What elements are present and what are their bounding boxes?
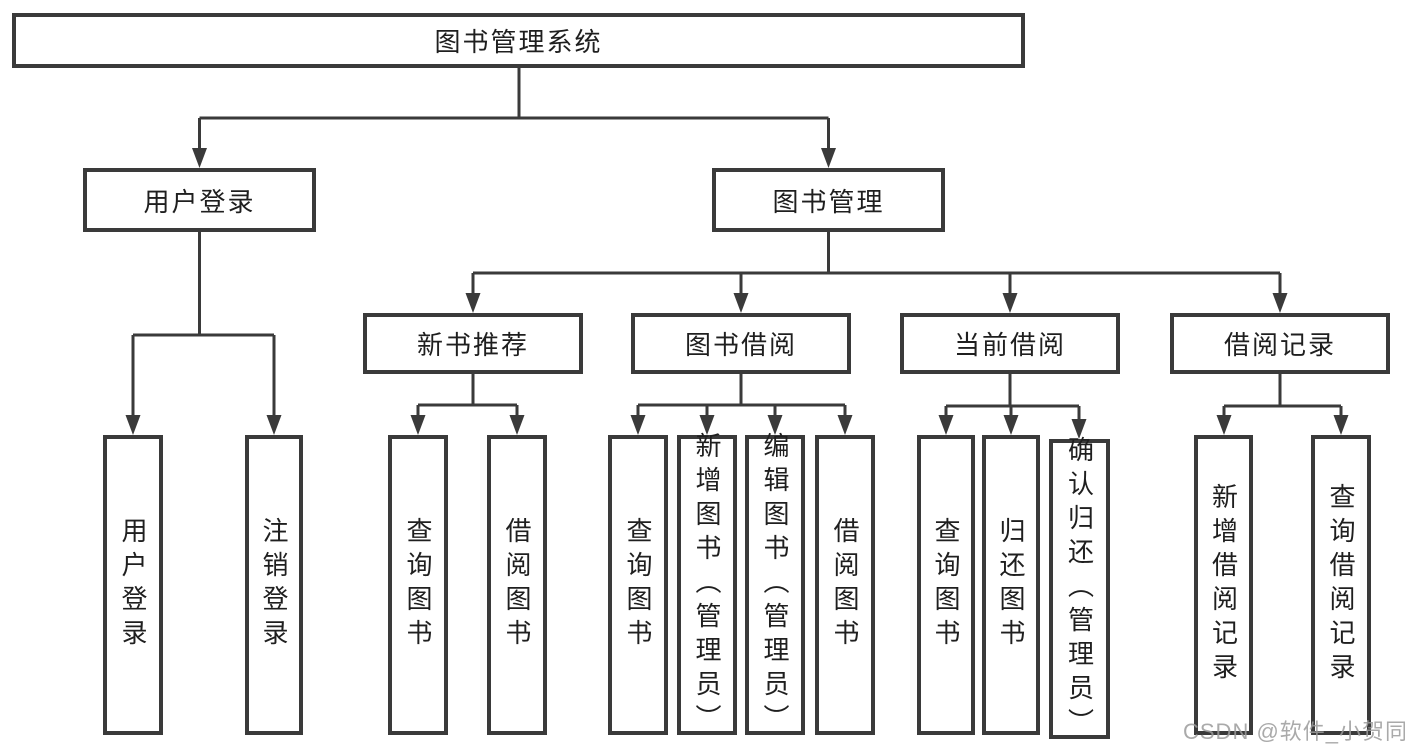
connector-newbook-to-leaves bbox=[410, 374, 525, 435]
connector-bookborrow-to-leaves bbox=[630, 374, 853, 435]
node-new-book-recommend-label: 新书推荐 bbox=[416, 330, 529, 360]
node-root: 图书管理系统 bbox=[12, 13, 1025, 68]
leaf-newbook-borrow-book-label: 借阅图书 bbox=[502, 517, 532, 653]
leaf-current-return-book: 归还图书 bbox=[982, 435, 1040, 735]
leaf-current-confirm-return-admin-label: 确认归还（管理员） bbox=[1064, 436, 1095, 742]
node-borrow-records-label: 借阅记录 bbox=[1223, 330, 1336, 360]
leaf-records-add-record-label: 新增借阅记录 bbox=[1208, 483, 1239, 687]
node-root-label: 图书管理系统 bbox=[434, 27, 603, 57]
leaf-borrow-query-book-label: 查询图书 bbox=[623, 517, 653, 653]
leaf-borrow-add-book-admin: 新增图书（管理员） bbox=[677, 432, 737, 738]
node-current-borrow-label: 当前借阅 bbox=[953, 330, 1066, 360]
leaf-current-return-book-label: 归还图书 bbox=[996, 517, 1026, 653]
leaf-borrow-edit-book-admin: 编辑图书（管理员） bbox=[745, 432, 805, 738]
node-current-borrow: 当前借阅 bbox=[900, 313, 1120, 374]
leaf-current-confirm-return-admin: 确认归还（管理员） bbox=[1049, 436, 1110, 742]
connector-root-to-level2 bbox=[192, 68, 836, 168]
node-user-login: 用户登录 bbox=[83, 168, 316, 232]
leaf-user-login: 用户登录 bbox=[103, 435, 163, 735]
leaf-newbook-borrow-book: 借阅图书 bbox=[487, 435, 547, 735]
leaf-borrow-add-book-admin-label: 新增图书（管理员） bbox=[692, 432, 722, 738]
leaf-logout-login: 注销登录 bbox=[245, 435, 303, 735]
leaf-borrow-borrow-book: 借阅图书 bbox=[815, 435, 875, 735]
leaf-borrow-query-book: 查询图书 bbox=[608, 435, 668, 735]
leaf-newbook-query-book: 查询图书 bbox=[388, 435, 448, 735]
leaf-borrow-borrow-book-label: 借阅图书 bbox=[830, 517, 860, 653]
connector-borrowrecords-to-leaves bbox=[1216, 374, 1349, 435]
connector-userlogin-to-leaves bbox=[125, 232, 282, 435]
watermark: CSDN @软件_小贺同学 bbox=[1183, 719, 1405, 744]
leaf-records-add-record: 新增借阅记录 bbox=[1194, 435, 1253, 735]
connector-bookmgmt-to-level3 bbox=[465, 232, 1288, 313]
leaf-user-login-label: 用户登录 bbox=[118, 517, 148, 653]
leaf-borrow-edit-book-admin-label: 编辑图书（管理员） bbox=[760, 432, 790, 738]
node-book-borrow: 图书借阅 bbox=[631, 313, 851, 374]
leaf-newbook-query-book-label: 查询图书 bbox=[403, 517, 433, 653]
leaf-records-query-record: 查询借阅记录 bbox=[1311, 435, 1371, 735]
leaf-logout-login-label: 注销登录 bbox=[259, 517, 289, 653]
leaf-current-query-book-label: 查询图书 bbox=[931, 517, 961, 653]
connector-currentborrow-to-leaves bbox=[938, 374, 1087, 439]
node-user-login-label: 用户登录 bbox=[143, 186, 256, 217]
node-borrow-records: 借阅记录 bbox=[1170, 313, 1390, 374]
leaf-records-query-record-label: 查询借阅记录 bbox=[1326, 483, 1356, 687]
node-new-book-recommend: 新书推荐 bbox=[363, 313, 583, 374]
leaf-current-query-book: 查询图书 bbox=[917, 435, 975, 735]
node-book-management-label: 图书管理 bbox=[772, 186, 885, 217]
node-book-borrow-label: 图书借阅 bbox=[684, 330, 797, 360]
node-book-management: 图书管理 bbox=[712, 168, 945, 232]
